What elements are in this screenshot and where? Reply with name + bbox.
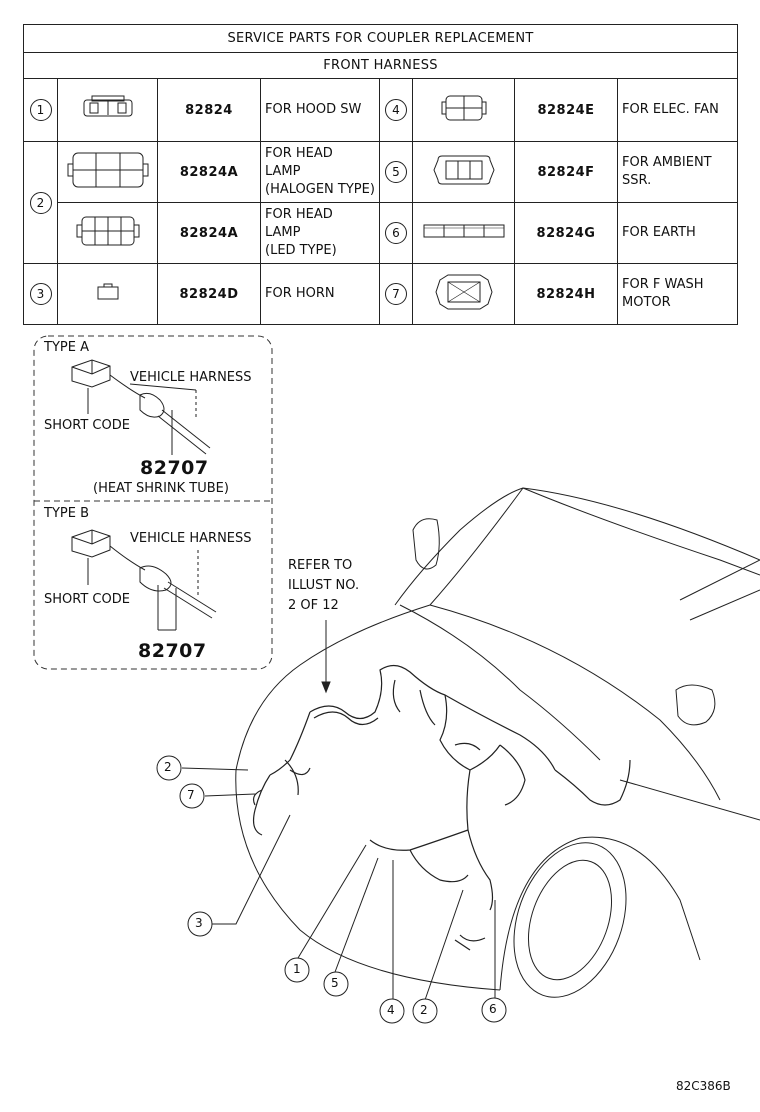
part-description: FOR ELEC. FAN bbox=[616, 78, 739, 142]
refer-line-1: REFER TO bbox=[288, 558, 353, 573]
type-a-vehicle-harness-label: VEHICLE HARNESS bbox=[130, 370, 252, 385]
type-a-part-number: 82707 bbox=[140, 457, 209, 479]
item-number: 6 bbox=[385, 222, 407, 244]
part-number: 82824H bbox=[514, 263, 618, 325]
part-description: FOR HEAD LAMP (HALOGEN TYPE) bbox=[260, 141, 380, 203]
type-a-title: TYPE A bbox=[44, 340, 89, 355]
type-b-part-number: 82707 bbox=[138, 640, 207, 662]
item-number: 5 bbox=[385, 161, 407, 183]
part-description: FOR HEAD LAMP (LED TYPE) bbox=[260, 202, 380, 264]
service-parts-table: SERVICE PARTS FOR COUPLER REPLACEMENT FR… bbox=[22, 24, 739, 325]
refer-line-2: ILLUST NO. bbox=[288, 578, 360, 593]
hood-switch-coupler-icon bbox=[57, 78, 158, 142]
refer-line-3: 2 OF 12 bbox=[288, 598, 339, 613]
part-number: 82824F bbox=[514, 141, 618, 203]
type-b-vehicle-harness-label: VEHICLE HARNESS bbox=[130, 531, 252, 546]
part-number: 82824 bbox=[157, 78, 261, 142]
earth-coupler-icon bbox=[412, 202, 515, 264]
headlamp-halogen-coupler-icon bbox=[57, 141, 158, 203]
callout-5: 5 bbox=[331, 976, 339, 990]
callout-7: 7 bbox=[187, 788, 195, 802]
item-number: 3 bbox=[29, 283, 52, 305]
part-description: FOR AMBIENT SSR. bbox=[616, 141, 739, 203]
item-number: 4 bbox=[385, 99, 407, 121]
type-a-note: (HEAT SHRINK TUBE) bbox=[93, 481, 229, 496]
type-a-short-code-label: SHORT CODE bbox=[44, 418, 130, 433]
table-title: SERVICE PARTS FOR COUPLER REPLACEMENT bbox=[22, 24, 739, 53]
vehicle-outline bbox=[235, 487, 760, 998]
callout-2b: 2 bbox=[420, 1003, 428, 1017]
item-number: 7 bbox=[385, 283, 407, 305]
callout-leaders bbox=[181, 620, 496, 1001]
part-number: 82824D bbox=[157, 263, 261, 325]
callout-6: 6 bbox=[489, 1002, 497, 1016]
item-number: 1 bbox=[29, 99, 52, 121]
wash-motor-coupler-icon bbox=[412, 263, 515, 325]
callout-4: 4 bbox=[387, 1003, 395, 1017]
callout-2: 2 bbox=[164, 760, 172, 774]
horn-coupler-icon bbox=[57, 263, 158, 325]
table-subtitle: FRONT HARNESS bbox=[22, 52, 739, 79]
callout-1: 1 bbox=[293, 962, 301, 976]
part-description: FOR HOOD SW bbox=[260, 78, 380, 142]
part-description: FOR F WASH MOTOR bbox=[616, 263, 739, 325]
item-number: 2 bbox=[29, 191, 52, 214]
front-harness-drawing bbox=[252, 664, 631, 951]
part-number: 82824A bbox=[157, 141, 261, 203]
type-b-short-code-label: SHORT CODE bbox=[44, 592, 130, 607]
callout-3: 3 bbox=[195, 916, 203, 930]
figure-code: 82C386B bbox=[676, 1079, 731, 1093]
type-b-title: TYPE B bbox=[44, 506, 89, 521]
part-description: FOR HORN bbox=[260, 263, 380, 325]
part-number: 82824G bbox=[514, 202, 618, 264]
